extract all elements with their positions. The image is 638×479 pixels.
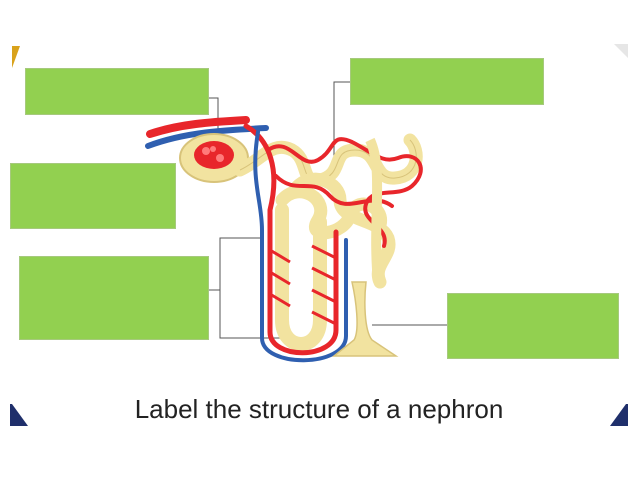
label-box-top-left[interactable]	[25, 68, 209, 115]
loop-of-henle	[282, 210, 320, 344]
label-box-top-right[interactable]	[350, 58, 544, 105]
label-box-middle-left[interactable]	[10, 163, 176, 229]
glomerulus	[194, 141, 234, 169]
slide-caption: Label the structure of a nephron	[0, 394, 638, 425]
label-box-lower-right[interactable]	[447, 293, 619, 359]
label-box-lower-left[interactable]	[19, 256, 209, 340]
leader-line-lower-left	[207, 238, 262, 290]
